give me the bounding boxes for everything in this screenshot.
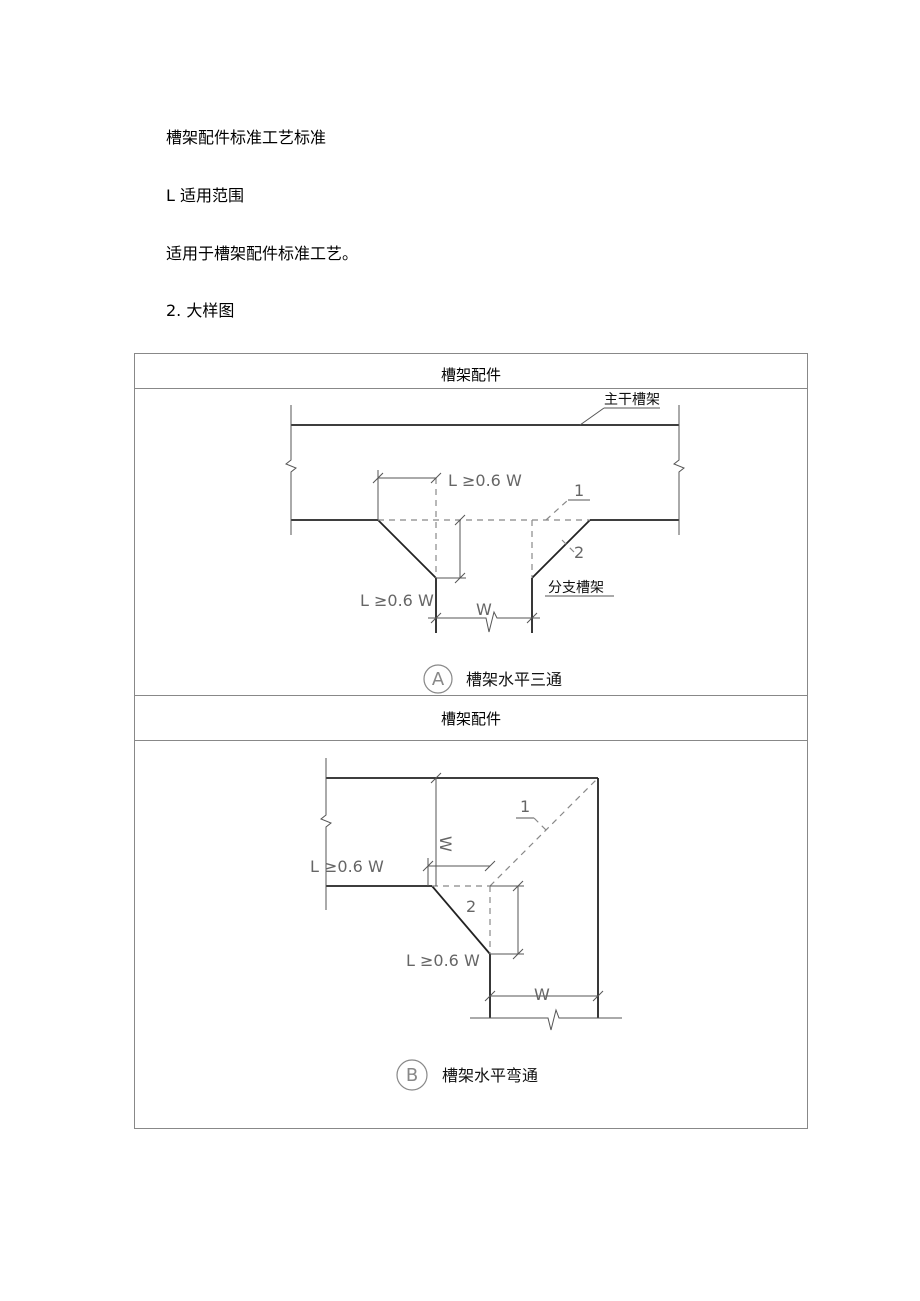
dim-tick [454,572,466,584]
figure-a-drawing: L ≥0.6 W L ≥0.6 W W 主干槽架 分支槽架 1 2 A 槽架水平… [285,392,685,694]
dim-tick [512,948,524,960]
section-divider [134,695,808,696]
section1-heading: L 适用范围 [166,186,245,205]
header-divider-b [134,740,808,741]
break-line-b-bottom [470,1008,622,1031]
leader-marker-b1 [533,817,547,831]
elbow-chamfer [431,885,491,955]
marker-1: 1 [574,481,584,500]
dim-tick [484,990,496,1002]
dim-tick [454,514,466,526]
dim-left-label: L ≥0.6 W [360,591,434,610]
section1-text: 适用于槽架配件标准工艺。 [166,244,359,263]
width-label: W [476,600,492,619]
leader-marker-2 [561,539,575,553]
branch-chamfer-right [531,519,591,579]
figure-b-header: 槽架配件 [440,710,501,728]
circle-marker-b [396,1059,428,1091]
leader-main-tray [579,407,605,426]
figure-a-header: 槽架配件 [440,366,501,384]
dim-tick [430,472,442,484]
width-side-label: W [436,836,455,852]
circle-letter-a: A [432,669,445,690]
figure-b-caption: 槽架水平弯通 [442,1066,538,1085]
dim-top-label: L ≥0.6 W [448,471,522,490]
dim-tick [430,772,442,784]
figure-a-caption: 槽架水平三通 [466,670,562,689]
dim-lower-label: L ≥0.6 W [406,951,480,970]
main-tray-label: 主干槽架 [604,392,660,408]
dim-tick [592,990,604,1002]
branch-tray-label: 分支槽架 [548,580,604,596]
branch-chamfer-left [377,519,437,579]
dim-tick [484,860,496,872]
dim-tick [372,472,384,484]
break-line-left [285,405,297,535]
circle-letter-b: B [406,1065,418,1086]
figure-b-drawing: W L ≥0.6 W L ≥0.6 W W 1 2 B 槽架水平弯通 [310,758,622,1091]
document-title: 槽架配件标准工艺标准 [166,128,327,147]
section2-heading: 2. 大样图 [166,301,235,320]
dim-tick [512,880,524,892]
dim-tick [526,612,538,624]
break-line-b-left [320,758,332,910]
drawing-table [134,353,808,1129]
marker-b1: 1 [520,797,530,816]
dim-tick [430,612,442,624]
circle-marker-a [423,664,453,694]
dim-upper-label: L ≥0.6 W [310,857,384,876]
dim-width-line [428,610,540,633]
marker-2: 2 [574,543,584,562]
break-line-right [673,405,685,535]
marker-b2: 2 [466,897,476,916]
leader-marker-1 [545,499,569,521]
dim-tick [422,860,434,872]
width-bottom-label: W [534,985,550,1004]
dashed-diagonal [489,777,599,887]
header-divider-a [134,388,808,389]
